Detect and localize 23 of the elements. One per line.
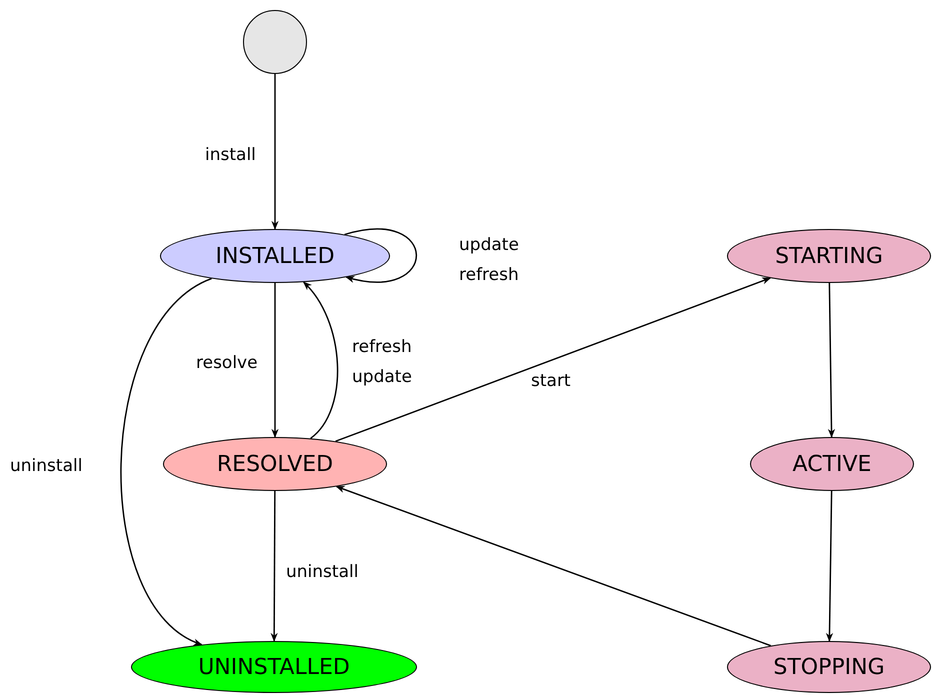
arrow bbox=[270, 491, 278, 642]
arrow bbox=[336, 486, 771, 646]
edge-label: install bbox=[205, 144, 257, 167]
state-ellipse: UNINSTALLED bbox=[131, 641, 417, 693]
edge-label: uninstall bbox=[10, 455, 80, 478]
arrow bbox=[271, 283, 279, 438]
arrow bbox=[826, 491, 834, 642]
edge-label: resolve bbox=[196, 352, 259, 375]
arrow bbox=[303, 281, 338, 439]
arrow bbox=[828, 282, 836, 438]
edge-label: start bbox=[531, 370, 572, 393]
state-ellipse: ACTIVE bbox=[750, 437, 914, 491]
state-ellipse: INSTALLED bbox=[160, 229, 390, 283]
arrow bbox=[271, 74, 279, 230]
edge-label: uninstall bbox=[286, 561, 356, 584]
arrow bbox=[335, 277, 772, 442]
state-ellipse: STARTING bbox=[727, 229, 931, 283]
state-ellipse: RESOLVED bbox=[163, 437, 387, 491]
edge-label: refresh update bbox=[352, 336, 413, 389]
state-ellipse: STOPPING bbox=[727, 641, 931, 693]
arrow bbox=[344, 228, 417, 282]
arrow bbox=[120, 278, 212, 646]
edge-label: update refresh bbox=[459, 234, 520, 287]
